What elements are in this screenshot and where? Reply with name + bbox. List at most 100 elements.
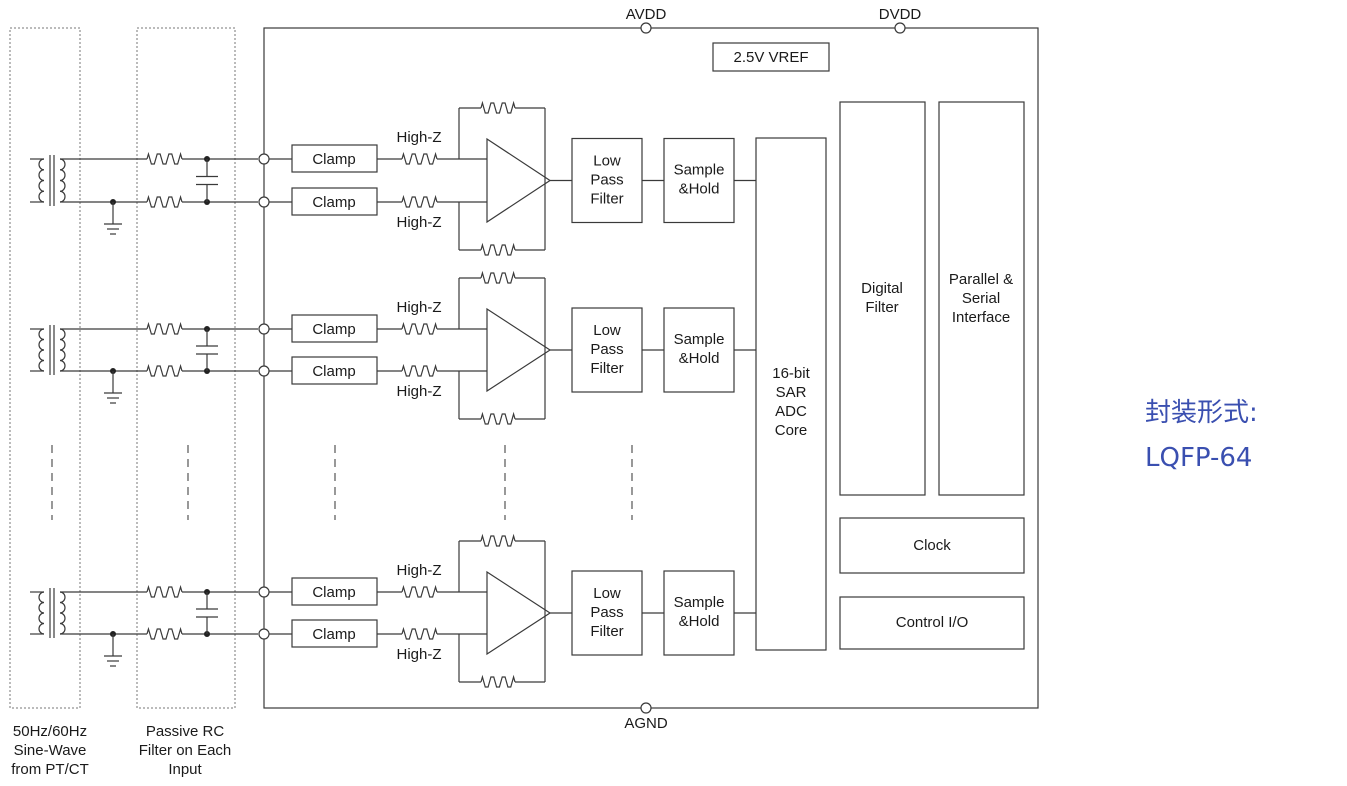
source-caption-line: from PT/CT [11, 761, 89, 778]
transformer-primary [38, 591, 45, 635]
rc-caption-line: Input [168, 761, 202, 778]
resistor [480, 533, 516, 547]
agnd-label: AGND [624, 715, 668, 732]
resistor [146, 151, 183, 165]
input-pin [258, 586, 270, 598]
transformer-secondary [59, 328, 66, 372]
source-region [9, 27, 81, 709]
adc-core-line: ADC [775, 403, 807, 420]
dvdd-label: DVDD [879, 6, 922, 23]
resistor [480, 242, 516, 256]
amplifier-triangle [486, 570, 552, 656]
clamp-label: Clamp [312, 363, 355, 380]
source-caption-line: 50Hz/60Hz [13, 723, 87, 740]
amplifier-triangle [486, 137, 552, 224]
low-pass-filter-box [571, 307, 643, 393]
resistor [480, 270, 516, 284]
high-z-label: High-Z [396, 646, 441, 663]
clock-label: Clock [913, 537, 951, 554]
control-io-label: Control I/O [896, 614, 969, 631]
vref-label: 2.5V VREF [733, 49, 808, 66]
input-pin [258, 365, 270, 377]
avdd-pin [640, 22, 652, 34]
resistor [401, 151, 438, 165]
rc-filter-region [136, 27, 236, 709]
transformer-secondary [59, 591, 66, 635]
resistor [401, 626, 438, 640]
package-title: 封装形式: [1145, 398, 1258, 428]
sample-hold-line: Sample [674, 331, 725, 348]
high-z-label: High-Z [396, 299, 441, 316]
adc-core-line: Core [775, 422, 808, 439]
low-pass-filter-line: Filter [590, 191, 623, 208]
resistor [146, 584, 183, 598]
resistor [480, 411, 516, 425]
digital-filter-box [839, 101, 926, 496]
agnd-pin [640, 702, 652, 714]
clamp-box [291, 144, 378, 173]
low-pass-filter-line: Pass [590, 172, 623, 189]
low-pass-filter-line: Filter [590, 623, 623, 640]
vref-box [712, 42, 830, 72]
clamp-label: Clamp [312, 194, 355, 211]
resistor [146, 626, 183, 640]
input-pin [258, 628, 270, 640]
interface-box [938, 101, 1025, 496]
high-z-label: High-Z [396, 562, 441, 579]
sample-hold-line: &Hold [679, 613, 720, 630]
input-pin [258, 323, 270, 335]
transformer-primary [38, 158, 45, 203]
adc-core-line: SAR [776, 384, 807, 401]
resistor [146, 194, 183, 208]
resistor [401, 584, 438, 598]
adc-core-line: 16-bit [772, 365, 810, 382]
interface-line: Serial [962, 290, 1000, 307]
low-pass-filter-line: Filter [590, 360, 623, 377]
clamp-label: Clamp [312, 626, 355, 643]
rc-caption-line: Filter on Each [139, 742, 232, 759]
clamp-label: Clamp [312, 151, 355, 168]
input-pin [258, 153, 270, 165]
resistor [480, 100, 516, 114]
sample-hold-line: Sample [674, 162, 725, 179]
transformer-secondary [59, 158, 66, 203]
sample-hold-box [663, 137, 735, 224]
sample-hold-box [663, 307, 735, 393]
rc-caption-line: Passive RC [146, 723, 225, 740]
sample-hold-line: &Hold [679, 181, 720, 198]
low-pass-filter-line: Low [593, 585, 621, 602]
digital-filter-line: Digital [861, 280, 903, 297]
resistor [480, 674, 516, 688]
sample-hold-line: &Hold [679, 350, 720, 367]
amplifier-triangle [486, 307, 552, 393]
adc-core-box [755, 137, 827, 651]
low-pass-filter-line: Low [593, 322, 621, 339]
clamp-label: Clamp [312, 321, 355, 338]
low-pass-filter-line: Pass [590, 604, 623, 621]
package-value: LQFP-64 [1145, 443, 1252, 473]
sample-hold-line: Sample [674, 594, 725, 611]
input-channels: ClampClampHigh-ZHigh-ZLowPassFilterSampl… [30, 100, 756, 688]
avdd-label: AVDD [626, 6, 667, 23]
interface-line: Interface [952, 309, 1010, 326]
resistor [401, 194, 438, 208]
low-pass-filter-box [571, 137, 643, 224]
high-z-label: High-Z [396, 383, 441, 400]
resistor [146, 363, 183, 377]
source-caption-line: Sine-Wave [14, 742, 87, 759]
control-io-box [839, 596, 1025, 650]
transformer-primary [38, 328, 45, 372]
interface-line: Parallel & [949, 271, 1013, 288]
sample-hold-box [663, 570, 735, 656]
high-z-label: High-Z [396, 214, 441, 231]
digital-filter-line: Filter [865, 299, 898, 316]
low-pass-filter-line: Pass [590, 341, 623, 358]
clock-box [839, 517, 1025, 574]
input-pin [258, 196, 270, 208]
low-pass-filter-line: Low [593, 153, 621, 170]
resistor [401, 363, 438, 377]
high-z-label: High-Z [396, 129, 441, 146]
clamp-box [291, 577, 378, 606]
resistor [401, 321, 438, 335]
